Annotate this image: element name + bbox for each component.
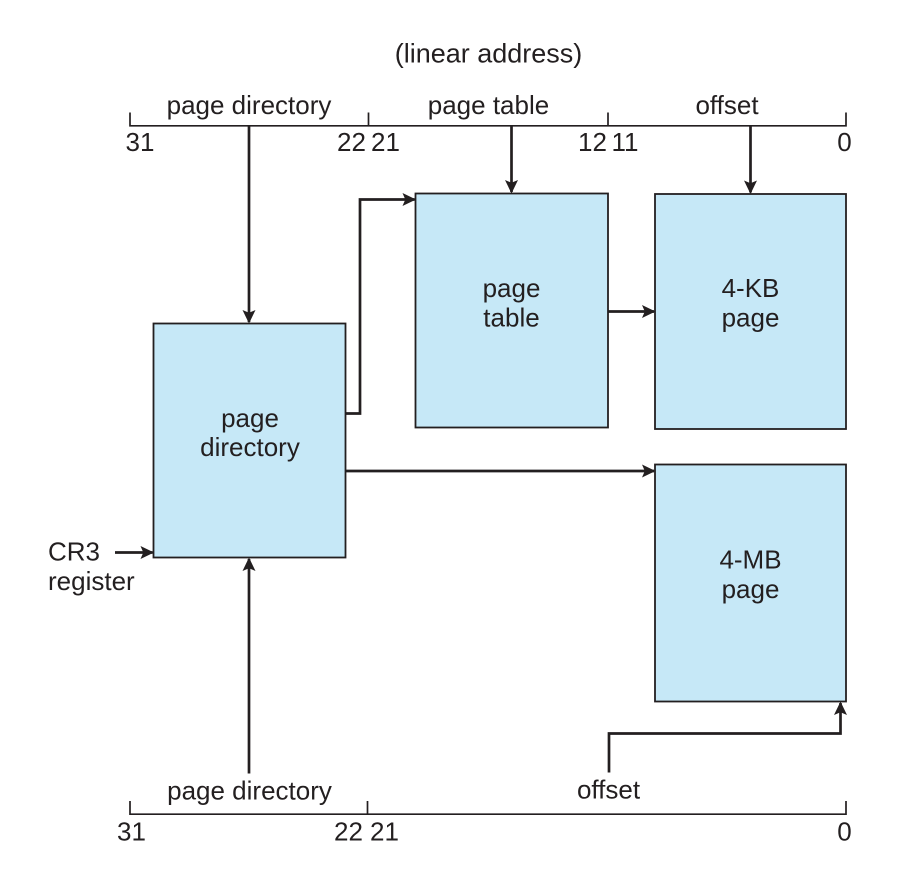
svg-text:31: 31 [126, 127, 155, 157]
svg-text:31: 31 [117, 816, 146, 846]
svg-text:page: page [221, 403, 279, 433]
svg-text:21: 21 [371, 127, 400, 157]
svg-text:register: register [48, 566, 135, 596]
svg-text:CR3: CR3 [48, 536, 100, 566]
svg-text:page: page [722, 303, 780, 333]
svg-text:page directory: page directory [167, 90, 332, 120]
svg-text:directory: directory [200, 432, 300, 462]
svg-text:0: 0 [837, 127, 851, 157]
svg-text:22: 22 [334, 816, 363, 846]
svg-text:offset: offset [695, 90, 759, 120]
svg-text:page directory: page directory [167, 776, 332, 806]
svg-text:table: table [483, 302, 539, 332]
svg-text:(linear address): (linear address) [395, 39, 583, 69]
svg-text:page: page [483, 273, 541, 303]
svg-text:page: page [722, 574, 780, 604]
svg-text:4-KB: 4-KB [722, 273, 780, 303]
svg-text:21: 21 [370, 816, 399, 846]
svg-text:11: 11 [612, 127, 639, 157]
svg-text:12: 12 [578, 127, 607, 157]
svg-text:page table: page table [428, 90, 549, 120]
svg-text:22: 22 [337, 127, 366, 157]
svg-text:4-MB: 4-MB [719, 545, 781, 575]
svg-text:offset: offset [577, 775, 641, 805]
svg-text:0: 0 [837, 816, 851, 846]
